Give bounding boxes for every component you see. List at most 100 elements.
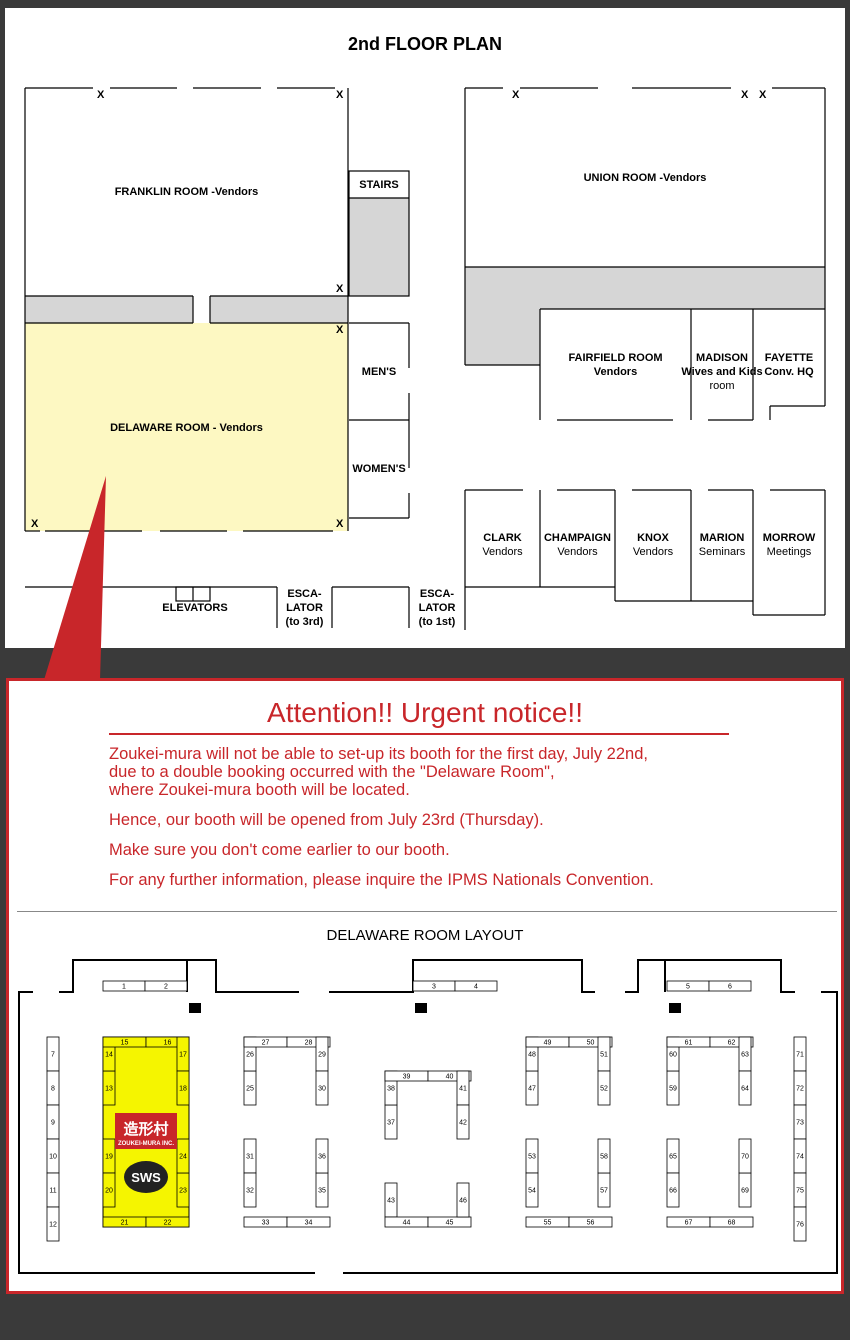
booth-58 — [597, 1138, 611, 1174]
booth-number: 26 — [246, 1052, 254, 1059]
x-marker: X — [336, 518, 344, 530]
notice-line: where Zoukei-mura booth will be located. — [109, 781, 410, 799]
booth-number: 15 — [121, 1040, 129, 1047]
booth-number: 21 — [121, 1220, 129, 1227]
escalator-text: LATOR — [418, 602, 456, 614]
booth-number: 1 — [122, 984, 126, 991]
booth-number: 57 — [600, 1188, 608, 1195]
notice-paragraph-1: Zoukei-mura will not be able to set-up i… — [109, 745, 749, 799]
booth-45 — [427, 1216, 472, 1228]
booth-66 — [666, 1172, 680, 1208]
booth-number: 61 — [685, 1040, 693, 1047]
room-name: FAYETTE — [764, 352, 814, 364]
booth-number: 48 — [528, 1052, 536, 1059]
booth-number: 45 — [446, 1220, 454, 1227]
sws-logo: SWS — [124, 1161, 168, 1193]
booth-number: 32 — [246, 1188, 254, 1195]
room-use: Vendors — [557, 546, 598, 558]
booth-number: 20 — [105, 1188, 113, 1195]
stairs-label: STAIRS — [359, 179, 399, 191]
booth-number: 71 — [796, 1052, 804, 1059]
booth-number: 76 — [796, 1222, 804, 1229]
sws-logo-text: SWS — [131, 1170, 161, 1185]
fayette-room-label: FAYETTE Conv. HQ — [753, 351, 825, 379]
booth-22 — [145, 1216, 190, 1228]
room-use: Conv. HQ — [764, 366, 814, 378]
room-name: MARION — [699, 532, 745, 544]
escalator-text: ESCA- — [419, 588, 455, 600]
booth-number: 22 — [164, 1220, 172, 1227]
booth-56 — [568, 1216, 613, 1228]
booth-number: 64 — [741, 1086, 749, 1093]
booth-12 — [46, 1206, 60, 1242]
callout-pointer — [44, 476, 106, 680]
booth-number: 35 — [318, 1188, 326, 1195]
booth-number: 6 — [728, 984, 732, 991]
booth-number: 49 — [544, 1040, 552, 1047]
escalator-to-1st-label: ESCA- LATOR (to 1st) — [409, 587, 465, 629]
logo-text-jp: 造形村 — [123, 1120, 168, 1138]
booth-number: 74 — [796, 1154, 804, 1161]
x-marker: X — [336, 283, 344, 295]
room-use: Seminars — [698, 546, 746, 558]
booth-number: 44 — [403, 1220, 411, 1227]
booth-2 — [144, 980, 188, 992]
booth-20 — [102, 1172, 116, 1208]
booth-number: 9 — [51, 1120, 55, 1127]
x-marker: X — [512, 89, 520, 101]
booth-number: 12 — [49, 1222, 57, 1229]
room-use: Vendors — [482, 546, 523, 558]
notice-heading: Attention!! Urgent notice!! — [267, 697, 583, 728]
booth-number: 67 — [685, 1220, 693, 1227]
booth-number: 39 — [403, 1074, 411, 1081]
booth-52 — [597, 1070, 611, 1106]
urgent-notice-panel: Attention!! Urgent notice!! Zoukei-mura … — [6, 678, 844, 1294]
x-marker: X — [759, 89, 767, 101]
booth-32 — [243, 1172, 257, 1208]
booth-54 — [525, 1172, 539, 1208]
x-marker: X — [97, 89, 105, 101]
booth-number: 34 — [305, 1220, 313, 1227]
womens-restroom-label: WOMEN'S — [352, 463, 406, 475]
booth-number: 29 — [318, 1052, 326, 1059]
booth-28 — [286, 1036, 331, 1048]
notice-line: due to a double booking occurred with th… — [109, 763, 555, 781]
notice-paragraph-3: Make sure you don't come earlier to our … — [109, 841, 450, 859]
layout-title: DELAWARE ROOM LAYOUT — [326, 927, 524, 944]
booth-number: 58 — [600, 1154, 608, 1161]
room-name: MORROW — [762, 532, 816, 544]
booth-number: 50 — [587, 1040, 595, 1047]
booth-number: 30 — [318, 1086, 326, 1093]
booth-number: 18 — [179, 1086, 187, 1093]
booth-number: 27 — [262, 1040, 270, 1047]
booth-number: 42 — [459, 1120, 467, 1127]
booth-6 — [708, 980, 752, 992]
morrow-room-label: MORROW Meetings — [753, 531, 825, 559]
room-name: MADISON — [696, 352, 748, 364]
booth-50 — [568, 1036, 613, 1048]
clark-room-label: CLARK Vendors — [465, 531, 540, 559]
booth-number: 52 — [600, 1086, 608, 1093]
escalator-text: (to 3rd) — [285, 616, 324, 628]
notice-line: Zoukei-mura will not be able to set-up i… — [109, 745, 648, 763]
booth-number: 3 — [432, 984, 436, 991]
knox-room-label: KNOX Vendors — [615, 531, 691, 559]
booth-number: 69 — [741, 1188, 749, 1195]
booth-24 — [176, 1138, 190, 1174]
booth-number: 5 — [686, 984, 690, 991]
booth-36 — [315, 1138, 329, 1174]
booth-4 — [454, 980, 498, 992]
booth-number: 65 — [669, 1154, 677, 1161]
booth-number: 73 — [796, 1120, 804, 1127]
escalator-to-3rd-label: ESCA- LATOR (to 3rd) — [277, 587, 332, 629]
floor-plan-drawing — [24, 87, 826, 630]
union-room-label: UNION ROOM -Vendors — [583, 172, 707, 184]
booth-number: 4 — [474, 984, 478, 991]
section-divider — [17, 911, 837, 912]
booth-number: 54 — [528, 1188, 536, 1195]
booth-number: 23 — [179, 1188, 187, 1195]
booth-34 — [286, 1216, 331, 1228]
notice-paragraph-2: Hence, our booth will be opened from Jul… — [109, 811, 544, 829]
franklin-room-label: FRANKLIN ROOM -Vendors — [114, 186, 259, 198]
booth-30 — [315, 1070, 329, 1106]
